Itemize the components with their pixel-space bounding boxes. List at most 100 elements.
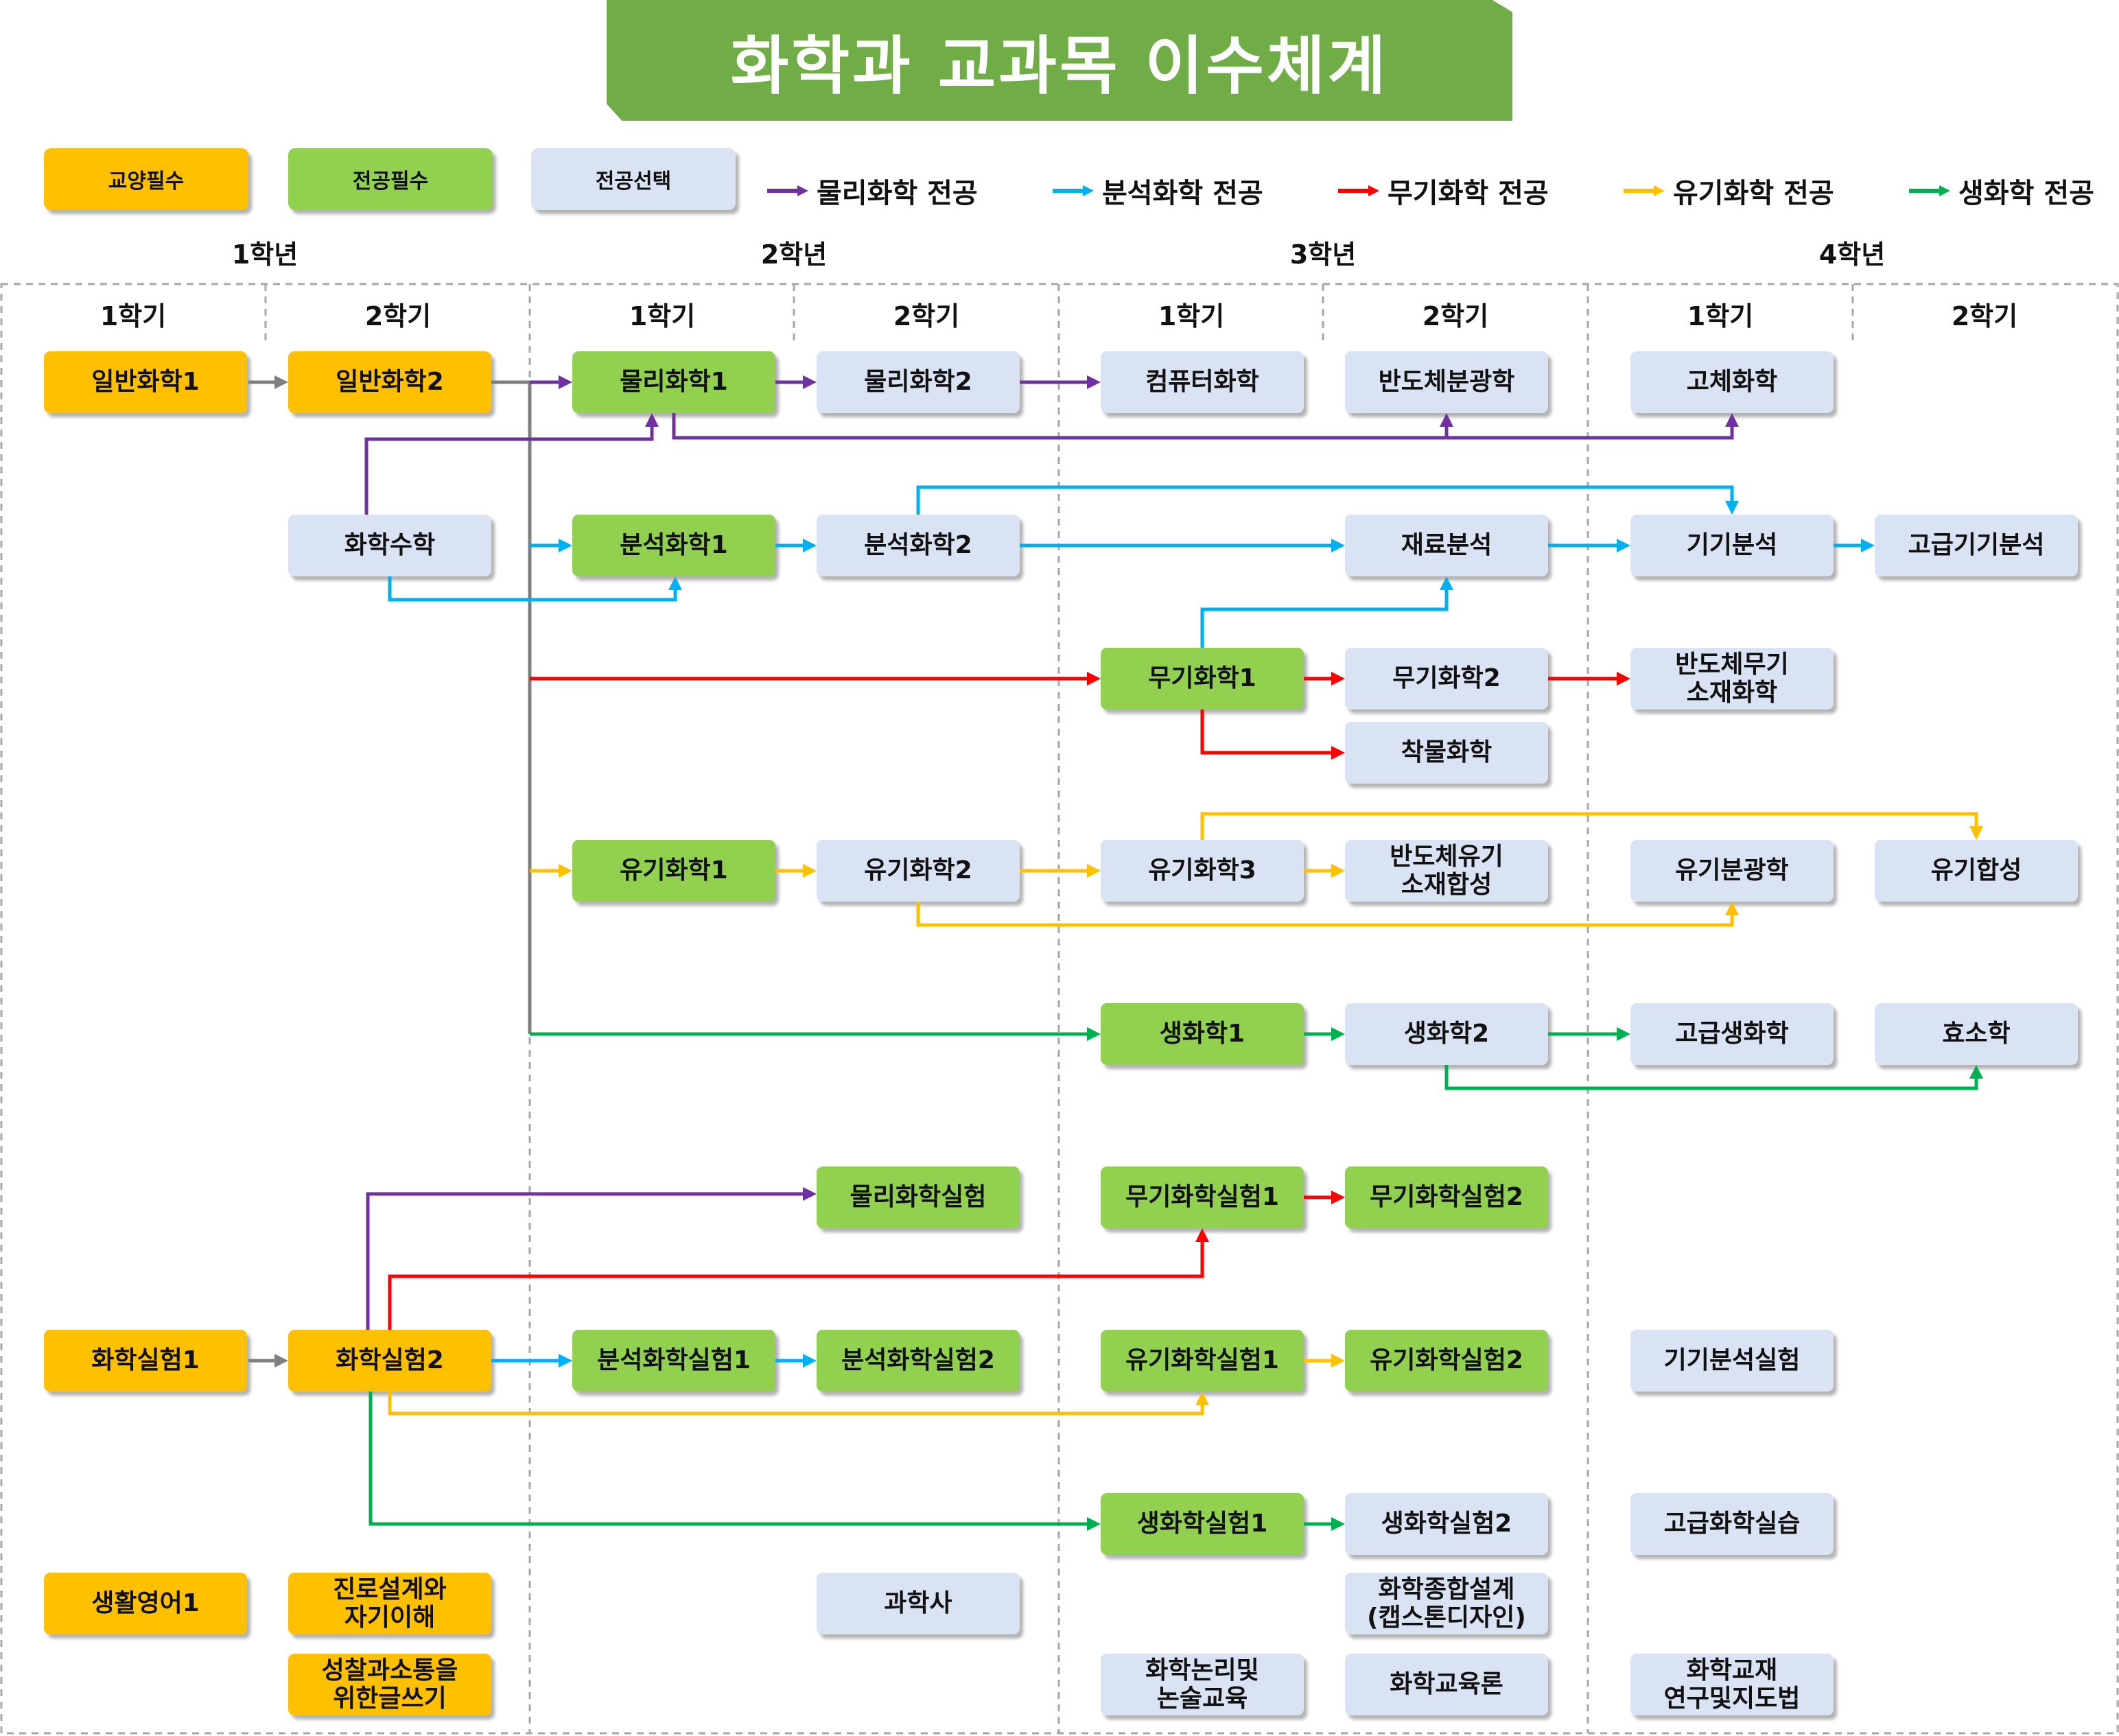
legend-ele-chip: 전공선택 [531,148,736,210]
course-box-orglab1[interactable]: 유기화학실험1 [1101,1330,1304,1392]
course-box-edu[interactable]: 화학교육론 [1345,1654,1548,1715]
blue-arrow [1548,539,1630,552]
course-box-orgsyn[interactable]: 유기합성 [1875,840,2078,902]
course-box-writing[interactable]: 성찰과소통을 위한글쓰기 [288,1654,491,1715]
purple-arrow [775,375,817,389]
course-box-org2[interactable]: 유기화학2 [817,840,1020,902]
course-box-pchemlab[interactable]: 물리화학실험 [817,1166,1020,1228]
course-box-inorg1[interactable]: 무기화학1 [1101,648,1304,709]
course-box-capstone[interactable]: 화학종합설계 (캡스톤디자인) [1345,1573,1548,1634]
course-box-chemlab2[interactable]: 화학실험2 [288,1330,491,1392]
course-box-orgspec[interactable]: 유기분광학 [1630,840,1834,902]
course-box-enzyme[interactable]: 효소학 [1875,1003,2078,1065]
semester-label: 2학기 [364,301,432,331]
legend-track-label: 물리화학 전공 [817,178,978,209]
course-box-chemmath[interactable]: 화학수학 [288,515,491,576]
course-box-logic[interactable]: 화학논리및 논술교육 [1101,1654,1304,1715]
yellow-arrow [1304,864,1345,878]
course-box-anallab1[interactable]: 분석화학실험1 [572,1330,775,1392]
red-arrow [1200,709,1345,760]
legend-track-inorg: 무기화학 전공 [1338,177,1549,209]
semester-label: 1학기 [99,301,167,331]
red-arrow [530,672,1101,685]
gray-arrow [248,375,288,389]
title-banner: 화학과 교과목 이수체계 [607,0,1512,121]
page-title: 화학과 교과목 이수체계 [730,29,1389,103]
course-box-solidchem[interactable]: 고체화학 [1630,351,1834,413]
course-box-orglab2[interactable]: 유기화학실험2 [1345,1330,1548,1392]
purple-arrow [1440,413,1453,438]
course-box-matanal[interactable]: 재료분석 [1345,515,1548,576]
green-arrow [1304,1517,1345,1531]
yellow-arrow-icon [1624,185,1665,196]
course-box-english1[interactable]: 생활영어1 [44,1573,247,1634]
course-box-chemlab1[interactable]: 화학실험1 [44,1330,247,1392]
semester-label: 2학기 [1422,301,1489,331]
course-box-inorg2[interactable]: 무기화학2 [1345,648,1548,709]
yellow-arrow [1200,812,1983,840]
legend-req-label: 전공필수 [352,169,429,193]
purple-arrow-icon [767,185,808,196]
legend-gen-label: 교양필수 [108,169,185,193]
course-box-advprac[interactable]: 고급화학실습 [1630,1493,1834,1555]
course-box-org1[interactable]: 유기화학1 [572,840,775,902]
course-box-history[interactable]: 과학사 [817,1573,1020,1634]
course-box-gchem2[interactable]: 일반화학2 [288,351,491,413]
course-box-bio1[interactable]: 생화학1 [1101,1003,1304,1065]
course-box-biolab1[interactable]: 생화학실험1 [1101,1493,1304,1555]
purple-arrow [364,413,659,515]
course-box-pchem2[interactable]: 물리화학2 [817,351,1020,413]
blue-arrow [491,1354,572,1368]
legend-gen-chip: 교양필수 [44,148,248,210]
yellow-arrow [1020,864,1101,878]
course-box-anallab2[interactable]: 분석화학실험2 [817,1330,1020,1392]
year-label-1: 1학년 [231,239,298,270]
blue-arrow [530,539,572,552]
semester-label: 1학기 [1158,301,1225,331]
legend-req-chip: 전공필수 [288,148,493,210]
course-box-advbio[interactable]: 고급생화학 [1630,1003,1834,1065]
course-box-bio2[interactable]: 생화학2 [1345,1003,1548,1065]
course-box-pchem1[interactable]: 물리화학1 [572,351,775,413]
course-box-instlab[interactable]: 기기분석실험 [1630,1330,1834,1392]
green-arrow [1444,1065,1983,1090]
blue-arrow [775,539,817,552]
course-box-material[interactable]: 화학교재 연구및지도법 [1630,1654,1834,1715]
course-box-career[interactable]: 진로설계와 자기이해 [288,1573,491,1634]
legend-track-org: 유기화학 전공 [1624,177,1834,209]
red-arrow [1304,672,1345,685]
legend-track-label: 유기화학 전공 [1673,178,1834,209]
semester-label: 2학기 [893,301,960,331]
course-box-advinst[interactable]: 고급기기분석 [1875,515,2078,576]
course-box-biolab2[interactable]: 생화학실험2 [1345,1493,1548,1555]
yellow-arrow [388,1392,1209,1416]
course-box-compchem[interactable]: 컴퓨터화학 [1101,351,1304,413]
yellow-arrow [530,864,572,878]
course-box-complex[interactable]: 착물화학 [1345,722,1548,784]
year-label-4: 4학년 [1818,239,1886,270]
blue-arrow [1834,539,1875,552]
legend-track-bio: 생화학 전공 [1909,177,2094,209]
course-box-anal1[interactable]: 분석화학1 [572,515,775,576]
blue-arrow-icon [1053,185,1094,196]
course-box-org3[interactable]: 유기화학3 [1101,840,1304,902]
blue-arrow [1020,539,1345,552]
course-box-inorglab1[interactable]: 무기화학실험1 [1101,1166,1304,1228]
course-box-semispec[interactable]: 반도체분광학 [1345,351,1548,413]
course-box-instanal[interactable]: 기기분석 [1630,515,1834,576]
course-box-gchem1[interactable]: 일반화학1 [44,351,247,413]
course-box-semiorg[interactable]: 반도체유기 소재합성 [1345,840,1548,902]
blue-arrow [775,1354,817,1368]
red-arrow-icon [1338,185,1379,196]
gray-trunk-line [491,380,532,1034]
green-arrow-icon [1909,185,1950,196]
yellow-arrow [1304,1354,1345,1368]
legend-track-label: 생화학 전공 [1958,178,2094,209]
year-label-3: 3학년 [1289,239,1357,270]
course-box-semiinorg[interactable]: 반도체무기 소재화학 [1630,648,1834,709]
course-box-anal2[interactable]: 분석화학2 [817,515,1020,576]
legend-track-anal: 분석화학 전공 [1053,177,1263,209]
red-arrow [1304,1190,1345,1204]
course-box-inorglab2[interactable]: 무기화학실험2 [1345,1166,1548,1228]
